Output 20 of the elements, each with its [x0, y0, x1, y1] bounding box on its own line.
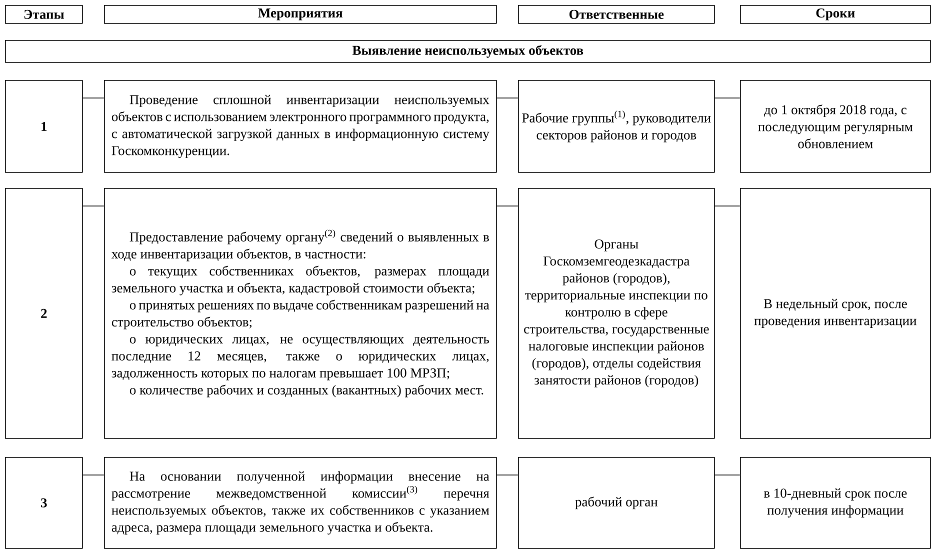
connector-line	[496, 474, 518, 476]
column-header: Ответственные	[518, 5, 715, 24]
column-header: Мероприятия	[104, 5, 497, 24]
connector-line	[82, 474, 104, 476]
text-box: до 1 октября 2018 года, с последующим регулярным обновлением	[740, 80, 931, 173]
text-box: рабочий орган	[518, 457, 715, 549]
column-header: Этапы	[5, 5, 83, 24]
measure-box: Проведение сплошной инвентаризации неиспользуемых объектов с использованием электронного программного продукта, с автоматической загрузкой данных в информационную систему Госкомконкуренции.	[104, 80, 497, 173]
column-header: Сроки	[740, 5, 931, 24]
stage-box: 2	[5, 188, 83, 439]
text-box: в 10-дневный срок после получения информации	[740, 457, 931, 549]
connector-line	[714, 474, 740, 476]
text-box: В недельный срок, после проведения инвентаризации	[740, 188, 931, 439]
stage-box: 3	[5, 457, 83, 549]
text-box: Рабочие группы$^{(1)}$, руководители секторов районов и городов	[518, 80, 715, 173]
section-band: Выявление неиспользуемых объектов	[5, 40, 931, 63]
stage-box: 1	[5, 80, 83, 173]
measure-box: Предоставление рабочему органу$^{(2)}$ сведений о выявленных в ходе инвентаризации объектов, в частности: о текущих собственниках объектов, размерах площади земельного участка и объекта, кадастровой стоимости объекта; о принятых решениях по выдаче собственникам разрешений на строительство объектов; о юридических лицах, не осуществляющих деятельность последние 12 месяцев, также о юридических лицах, задолженность которых по налогам превышает 100 МРЗП; о количестве рабочих и созданных (вакантных) рабочих мест.	[104, 188, 497, 439]
text-box: Органы Госкомземгеодезкадастра районов (городов), территориальные инспекции по контролю в сфере строительства, государственные налоговые инспекции районов (городов), отделы содействия занятости районов (городов)	[518, 188, 715, 439]
measure-box: На основании полученной информации внесение на рассмотрение межведомственной комиссии$^{(3)}$ перечня неиспользуемых объектов, также их собственников с указанием адреса, размера площади земельного участка и объекта.	[104, 457, 497, 549]
